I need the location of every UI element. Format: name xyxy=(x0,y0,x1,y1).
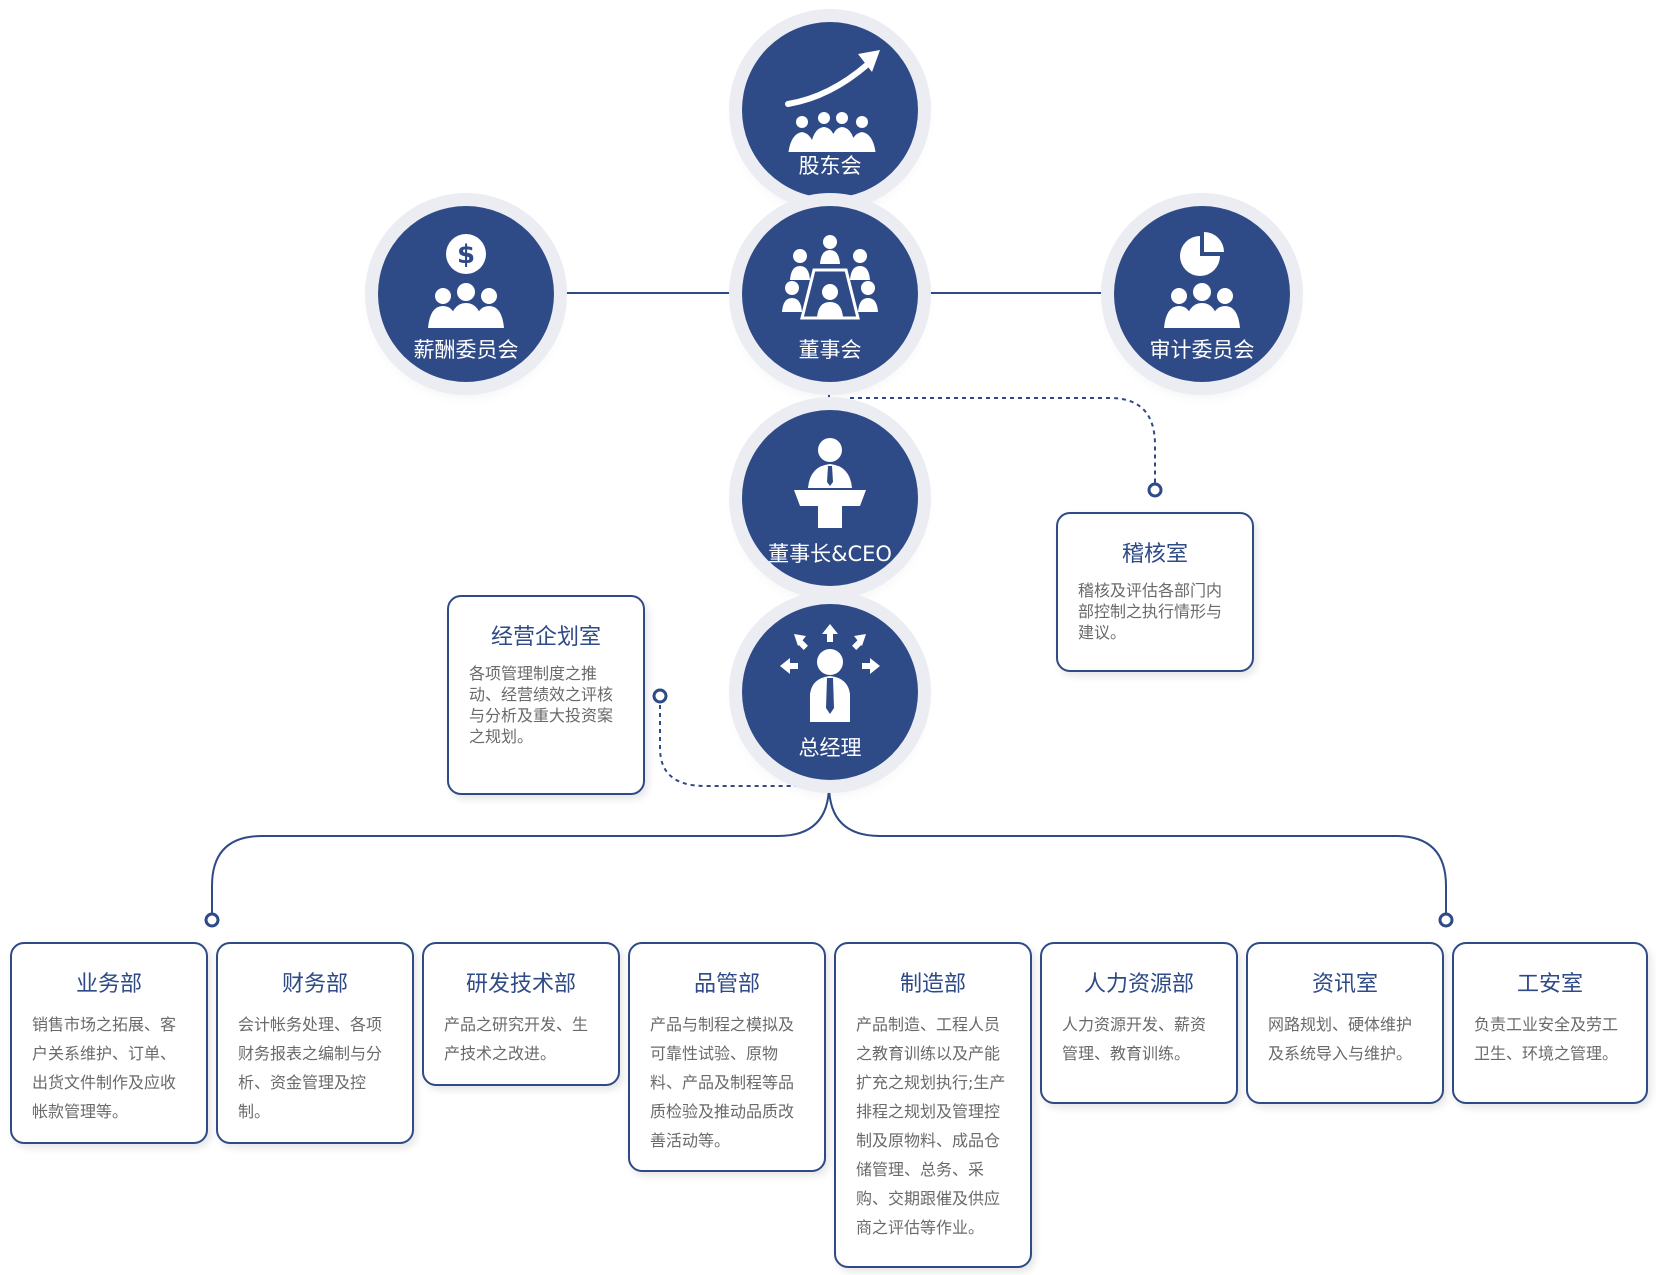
manager-arrows-icon xyxy=(780,624,880,722)
dept-title: 人力资源部 xyxy=(1083,972,1194,997)
compensation-committee-label: 薪酬委员会 xyxy=(413,338,519,362)
podium-speaker-icon xyxy=(794,438,866,528)
dept-title: 财务部 xyxy=(281,972,348,997)
general-manager-label: 总经理 xyxy=(798,736,862,760)
dept-title: 研发技术部 xyxy=(465,972,576,997)
dept-desc: 产品与制程之模拟及可靠性试验、原物料、产品及制程等品质检验及推动品质改善活动等。 xyxy=(650,1015,795,1150)
dept-safety-box[interactable]: 工安室 负责工业安全及劳工卫生、环境之管理。 xyxy=(1452,942,1648,1104)
dept-title: 业务部 xyxy=(75,972,142,997)
dept-sales-box[interactable]: 业务部 销售市场之拓展、客户关系维护、订单、出货文件制作及应收帐款管理等。 xyxy=(10,942,208,1144)
dept-title: 制造部 xyxy=(899,972,966,997)
svg-text:$: $ xyxy=(457,240,475,270)
board-node[interactable]: 董事会 xyxy=(742,206,918,382)
compensation-committee-node[interactable]: $ 薪酬委员会 xyxy=(378,206,554,382)
dollar-people-icon: $ xyxy=(428,234,504,328)
audit-office-desc: 稽核及评估各部门内部控制之执行情形与建议。 xyxy=(1078,581,1223,642)
dept-hr-box[interactable]: 人力资源部 人力资源开发、薪资管理、教育训练。 xyxy=(1040,942,1238,1104)
planning-office-title: 经营企划室 xyxy=(490,625,601,650)
dept-desc: 负责工业安全及劳工卫生、环境之管理。 xyxy=(1474,1015,1619,1063)
audit-committee-label: 审计委员会 xyxy=(1149,338,1255,362)
planning-office-desc: 各项管理制度之推动、经营绩效之评核与分析及重大投资案之规划。 xyxy=(469,664,614,746)
dept-qa-box[interactable]: 品管部 产品与制程之模拟及可靠性试验、原物料、产品及制程等品质检验及推动品质改善… xyxy=(628,942,826,1172)
dept-desc: 销售市场之拓展、客户关系维护、订单、出货文件制作及应收帐款管理等。 xyxy=(32,1015,177,1121)
general-manager-node[interactable]: 总经理 xyxy=(742,604,918,780)
dept-desc: 会计帐务处理、各项财务报表之编制与分析、资金管理及控制。 xyxy=(238,1015,383,1121)
dept-desc: 产品制造、工程人员之教育训练以及产能扩充之规划执行;生产排程之规划及管理控制及原… xyxy=(856,1015,1006,1237)
dept-rnd-box[interactable]: 研发技术部 产品之研究开发、生产技术之改进。 xyxy=(422,942,620,1086)
shareholders-label: 股东会 xyxy=(798,154,862,178)
pie-people-icon xyxy=(1164,232,1240,328)
planning-office-box[interactable]: 经营企划室 各项管理制度之推动、经营绩效之评核与分析及重大投资案之规划。 xyxy=(447,595,645,795)
dept-desc: 产品之研究开发、生产技术之改进。 xyxy=(444,1015,589,1063)
growth-people-icon xyxy=(785,50,880,152)
audit-office-box[interactable]: 稽核室 稽核及评估各部门内部控制之执行情形与建议。 xyxy=(1056,512,1254,672)
dept-finance-box[interactable]: 财务部 会计帐务处理、各项财务报表之编制与分析、资金管理及控制。 xyxy=(216,942,414,1144)
dept-desc: 网路规划、硬体维护及系统导入与维护。 xyxy=(1268,1015,1413,1063)
shareholders-node[interactable]: 股东会 xyxy=(742,22,918,198)
board-label: 董事会 xyxy=(798,338,862,362)
meeting-table-icon xyxy=(782,235,878,320)
audit-office-title: 稽核室 xyxy=(1121,542,1188,567)
dept-manufacturing-box[interactable]: 制造部 产品制造、工程人员之教育训练以及产能扩充之规划执行;生产排程之规划及管理… xyxy=(834,942,1032,1268)
dept-desc: 人力资源开发、薪资管理、教育训练。 xyxy=(1062,1015,1207,1063)
audit-committee-node[interactable]: 审计委员会 xyxy=(1114,206,1290,382)
chairman-ceo-node[interactable]: 董事长&CEO xyxy=(742,410,918,586)
dept-title: 品管部 xyxy=(693,972,760,997)
dept-title: 工安室 xyxy=(1516,972,1583,997)
dept-it-box[interactable]: 资讯室 网路规划、硬体维护及系统导入与维护。 xyxy=(1246,942,1444,1104)
chairman-ceo-label: 董事长&CEO xyxy=(768,542,892,566)
dept-title: 资讯室 xyxy=(1311,972,1378,997)
